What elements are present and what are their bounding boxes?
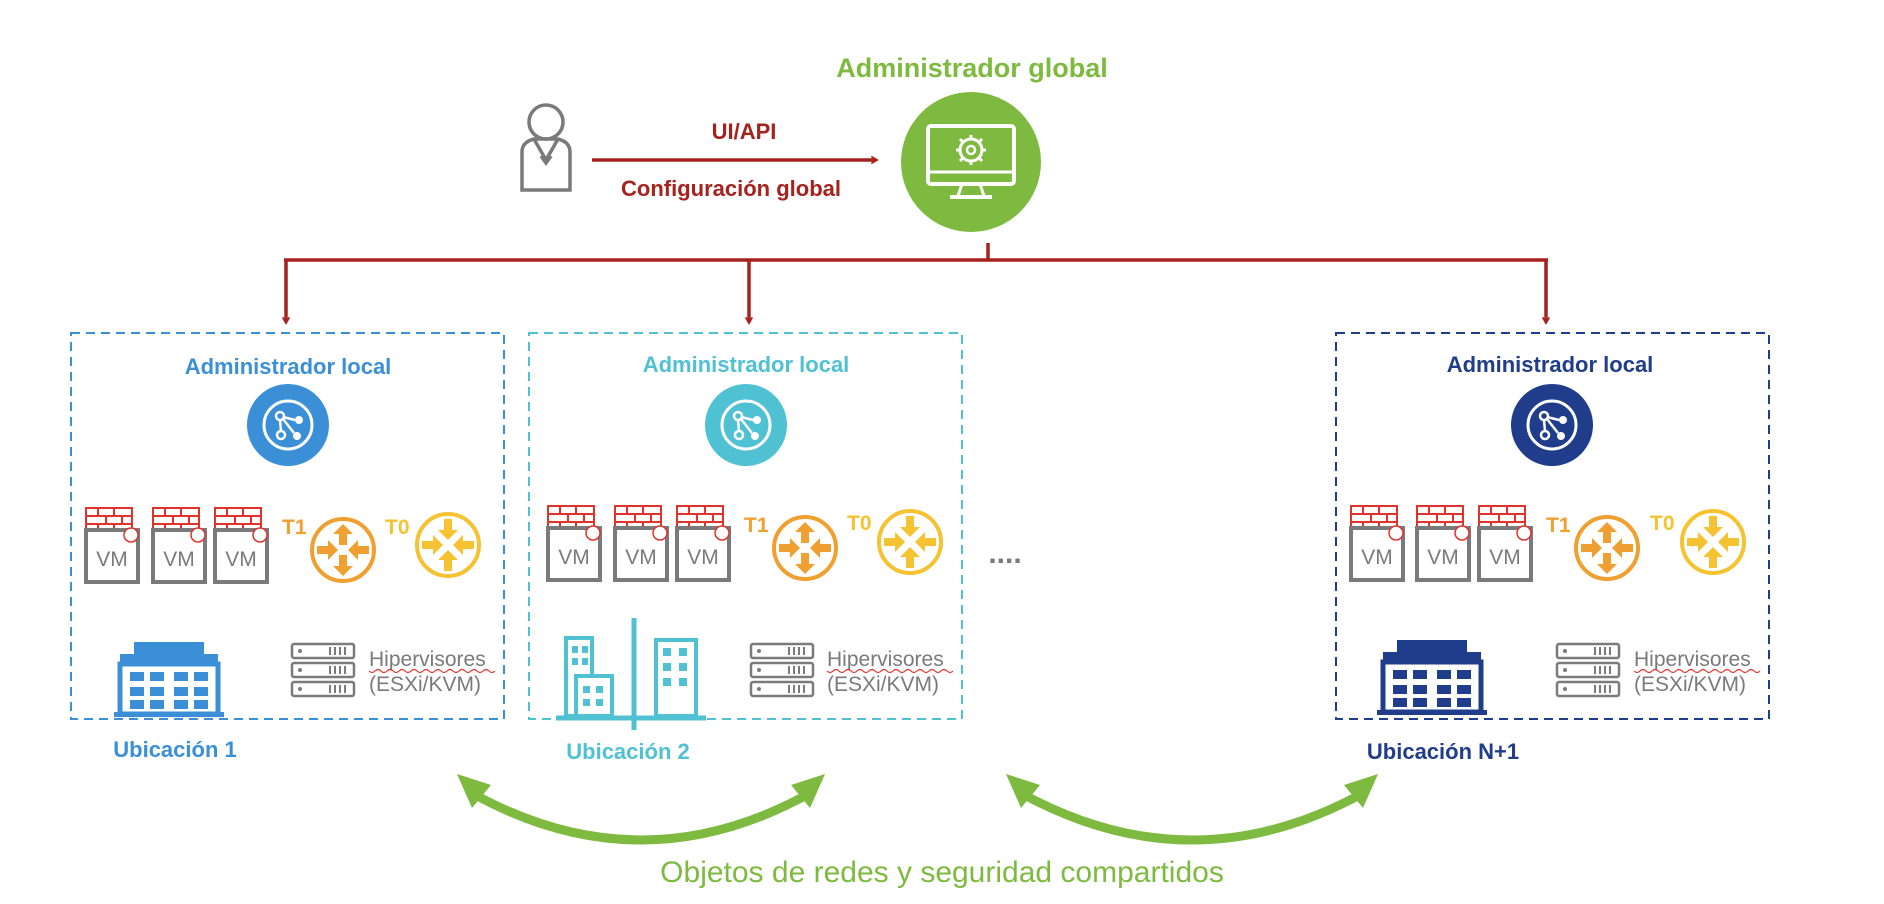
vm-1: VM: [84, 507, 140, 584]
hypervisors-label: Hipervisores (ESXi/KVM): [827, 648, 950, 696]
vm-2: VM: [151, 507, 207, 584]
vm-1: VM: [546, 505, 602, 582]
vm-3: VM: [1477, 505, 1533, 582]
t0-label: T0: [847, 512, 872, 535]
local-manager-title: Administrador local: [185, 354, 392, 379]
router-icon: [310, 517, 376, 583]
global-manager-title: Administrador global: [836, 53, 1108, 83]
vm-2: VM: [1415, 505, 1471, 582]
vm-label: VM: [163, 548, 195, 571]
router-icon: [1680, 509, 1746, 575]
distribution-lines: [284, 243, 1548, 322]
user-icon: [520, 103, 572, 192]
t0-label: T0: [385, 516, 410, 539]
local-manager-title: Administrador local: [643, 352, 850, 377]
network-nodes-icon: [247, 384, 329, 466]
location-label: Ubicación N+1: [1367, 739, 1519, 764]
spellcheck-underline: [826, 668, 954, 674]
site-n-panel: Administrador local VM VM VM T1 T0: [1335, 332, 1770, 764]
vm-label: VM: [225, 548, 257, 571]
vm-label: VM: [558, 546, 590, 569]
vm-3: VM: [675, 505, 731, 582]
building-icon: [114, 642, 224, 717]
server-rack-icon: [1555, 642, 1621, 698]
location-label: Ubicación 2: [566, 739, 689, 764]
server-rack-icon: [290, 642, 356, 698]
spellcheck-underline: [1633, 668, 1761, 674]
site-2-panel: Administrador local VM VM VM T1 T0: [528, 332, 963, 764]
building-icon: [556, 618, 706, 730]
vm-label: VM: [625, 546, 657, 569]
hypervisors-label: Hipervisores (ESXi/KVM): [369, 648, 492, 696]
t1-label: T1: [282, 516, 307, 539]
network-nodes-icon: [1511, 384, 1593, 466]
vm-3: VM: [213, 507, 269, 584]
spellcheck-underline: [368, 668, 496, 674]
hypervisors-label: Hipervisores (ESXi/KVM): [1634, 648, 1757, 696]
global-config-label: Configuración global: [621, 176, 841, 201]
local-manager-title: Administrador local: [1447, 352, 1654, 377]
ui-api-label: UI/API: [712, 119, 777, 144]
router-icon: [1574, 515, 1640, 581]
building-icon: [1377, 640, 1487, 715]
network-nodes-icon: [705, 384, 787, 466]
vm-2: VM: [613, 505, 669, 582]
shared-objects-arrow-right: [1006, 774, 1378, 845]
ellipsis: ....: [988, 537, 1021, 570]
t0-label: T0: [1650, 512, 1675, 535]
t1-label: T1: [744, 514, 769, 537]
site-1-panel: Administrador local VM VM VM T1 T0: [70, 332, 505, 762]
t1-label: T1: [1546, 514, 1571, 537]
router-icon: [415, 512, 481, 578]
vm-label: VM: [96, 548, 128, 571]
shared-objects-label: Objetos de redes y seguridad compartidos: [660, 856, 1224, 889]
vm-label: VM: [1489, 546, 1521, 569]
shared-objects-arrow-left: [457, 774, 825, 845]
server-rack-icon: [749, 642, 815, 698]
monitor-gear-icon: [901, 92, 1041, 232]
vm-label: VM: [1427, 546, 1459, 569]
router-icon: [772, 515, 838, 581]
location-label: Ubicación 1: [113, 737, 236, 762]
vm-label: VM: [687, 546, 719, 569]
vm-1: VM: [1349, 505, 1405, 582]
router-icon: [877, 509, 943, 575]
vm-label: VM: [1361, 546, 1393, 569]
